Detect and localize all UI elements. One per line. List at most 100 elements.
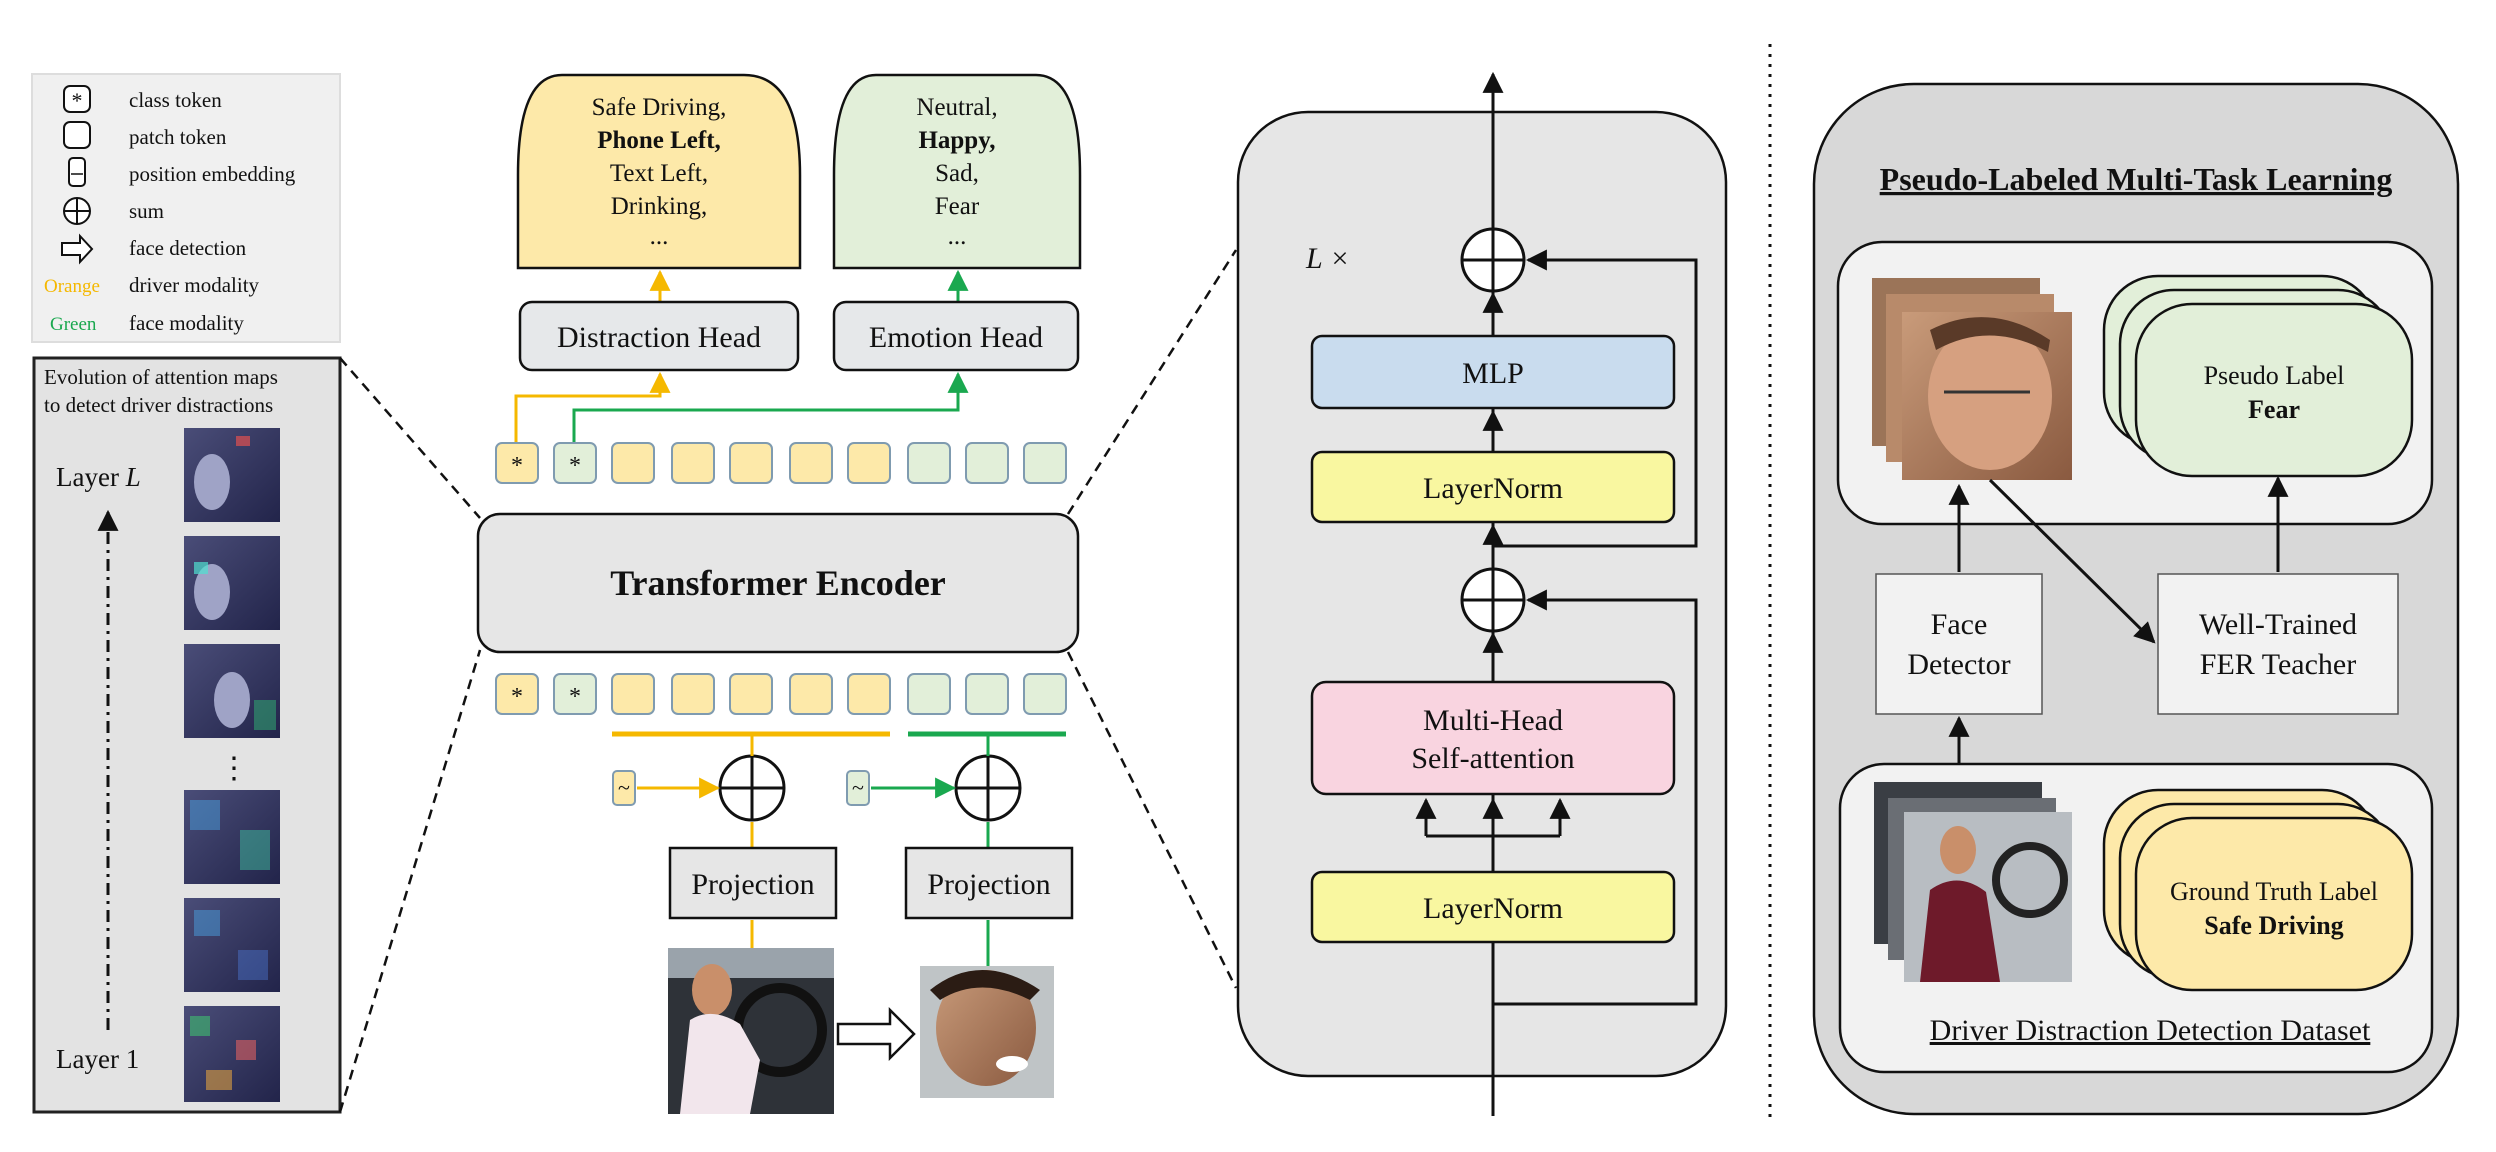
emotion-class: Fear [935, 193, 980, 220]
ground-truth-label-stack: Ground Truth Label Safe Driving [2102, 788, 2414, 992]
driver-sum-icon [718, 754, 786, 822]
patch-token [671, 673, 715, 715]
layer-1-label: Layer 1 [56, 1044, 139, 1074]
patch-token [729, 442, 773, 484]
skip-connection-bottom [1493, 589, 1698, 1006]
distraction-class: Text Left, [610, 160, 708, 187]
face-image [920, 966, 1054, 1098]
attention-map [184, 536, 280, 630]
transformer-encoder-label: Transformer Encoder [610, 563, 946, 603]
zoom-line [339, 357, 481, 519]
driver-image [668, 948, 834, 1114]
attention-map-layer-1 [184, 1006, 280, 1102]
multi-head-self-attention [1310, 680, 1676, 796]
fer-teacher-label: FER Teacher [2200, 648, 2356, 681]
distraction-class: ... [650, 223, 669, 250]
emotion-output-box: Neutral, Happy, Sad, Fear ... [832, 73, 1082, 270]
face-detector-label: Face [1931, 608, 1988, 641]
pseudo-label-stack: Pseudo Label Fear [2102, 274, 2414, 478]
attention-map [184, 898, 280, 992]
legend-label: sum [129, 199, 164, 223]
face-sum-icon [954, 754, 1022, 822]
layernorm-bottom [1310, 870, 1676, 944]
svg-text:*: * [511, 453, 523, 479]
distraction-output-box: Safe Driving, Phone Left, Text Left, Dri… [516, 73, 802, 270]
svg-text:~: ~ [618, 775, 630, 800]
patch-token [1023, 673, 1067, 715]
face-projection [904, 846, 1074, 920]
fer-teacher [2157, 573, 2399, 715]
skip-connection-top [1493, 249, 1698, 548]
mhsa-label: Self-attention [1411, 742, 1574, 775]
driver-projection [668, 846, 838, 920]
distraction-head-label: Distraction Head [557, 321, 761, 354]
pseudo-label-value: Fear [2248, 395, 2300, 424]
legend: * class token patch token position embed… [31, 73, 341, 343]
class-token-orange [495, 673, 539, 715]
residual-sum-top-icon [1460, 227, 1526, 293]
patch-token [611, 673, 655, 715]
legend-label: face modality [129, 311, 244, 335]
gt-label-value: Safe Driving [2204, 911, 2343, 940]
driver-position-embedding [612, 770, 636, 806]
zoom-line [1066, 651, 1238, 989]
legend-label: face detection [129, 236, 247, 260]
emotion-class: Neutral, [916, 94, 997, 121]
fer-teacher-label: Well-Trained [2199, 608, 2357, 641]
mhsa-label: Multi-Head [1423, 704, 1563, 737]
transformer-block: L × MLP LayerNorm Multi-Head Self-attent… [1236, 71, 1728, 1116]
ellipsis: ⋮ [219, 752, 249, 785]
svg-text:*: * [72, 88, 83, 113]
layernorm-top-label: LayerNorm [1423, 472, 1563, 505]
class-token-icon: * [63, 85, 91, 113]
zoom-line [338, 649, 482, 1113]
emotion-head [832, 300, 1080, 372]
patch-token [1023, 442, 1067, 484]
legend-label: class token [129, 88, 222, 112]
class-token-green-connector [572, 371, 969, 444]
patch-token [611, 442, 655, 484]
sum-icon [63, 197, 91, 225]
patch-token [789, 442, 833, 484]
emotion-class: ... [948, 223, 967, 250]
input-token-row: * * [495, 673, 1067, 715]
class-token-orange [495, 442, 539, 484]
face-to-teacher-arrow [1988, 478, 2156, 644]
legend-label: driver modality [129, 273, 260, 297]
distraction-class: Drinking, [611, 193, 708, 220]
attention-map-layer-l [184, 428, 280, 522]
pseudo-panel-title: Pseudo-Labeled Multi-Task Learning [1880, 161, 2393, 197]
position-embedding-icon [68, 157, 86, 187]
face-detector-label: Detector [1907, 648, 2010, 681]
face-detector [1875, 573, 2043, 715]
zoom-line [1066, 249, 1238, 515]
attention-panel-title: to detect driver distractions [44, 393, 273, 417]
svg-text:*: * [569, 453, 581, 479]
patch-token [907, 673, 951, 715]
patch-token [965, 442, 1009, 484]
patch-token [847, 673, 891, 715]
face-detection-arrow-icon [836, 1006, 916, 1062]
patch-token [907, 442, 951, 484]
svg-text:*: * [569, 684, 581, 710]
pseudo-labeled-panel: Pseudo-Labeled Multi-Task Learning Pseud… [1812, 82, 2460, 1116]
mlp-label: MLP [1462, 357, 1524, 390]
legend-label: position embedding [129, 162, 296, 186]
layer-l-label: Layer L [56, 462, 141, 492]
emotion-class-predicted: Happy, [918, 127, 995, 154]
repeat-label: L × [1305, 242, 1350, 275]
layernorm-bottom-label: LayerNorm [1423, 892, 1563, 925]
emotion-class: Sad, [935, 160, 979, 187]
face-projection-label: Projection [927, 868, 1050, 901]
dataset-image-stack [1874, 782, 2072, 982]
pseudo-label-text: Pseudo Label [2204, 361, 2345, 390]
patch-token [847, 442, 891, 484]
class-token-green [553, 673, 597, 715]
svg-text:~: ~ [852, 775, 864, 800]
legend-label: patch token [129, 125, 227, 149]
distraction-head [518, 300, 800, 372]
transformer-encoder [476, 512, 1080, 654]
attention-maps-panel: Evolution of attention maps to detect dr… [32, 356, 342, 1114]
